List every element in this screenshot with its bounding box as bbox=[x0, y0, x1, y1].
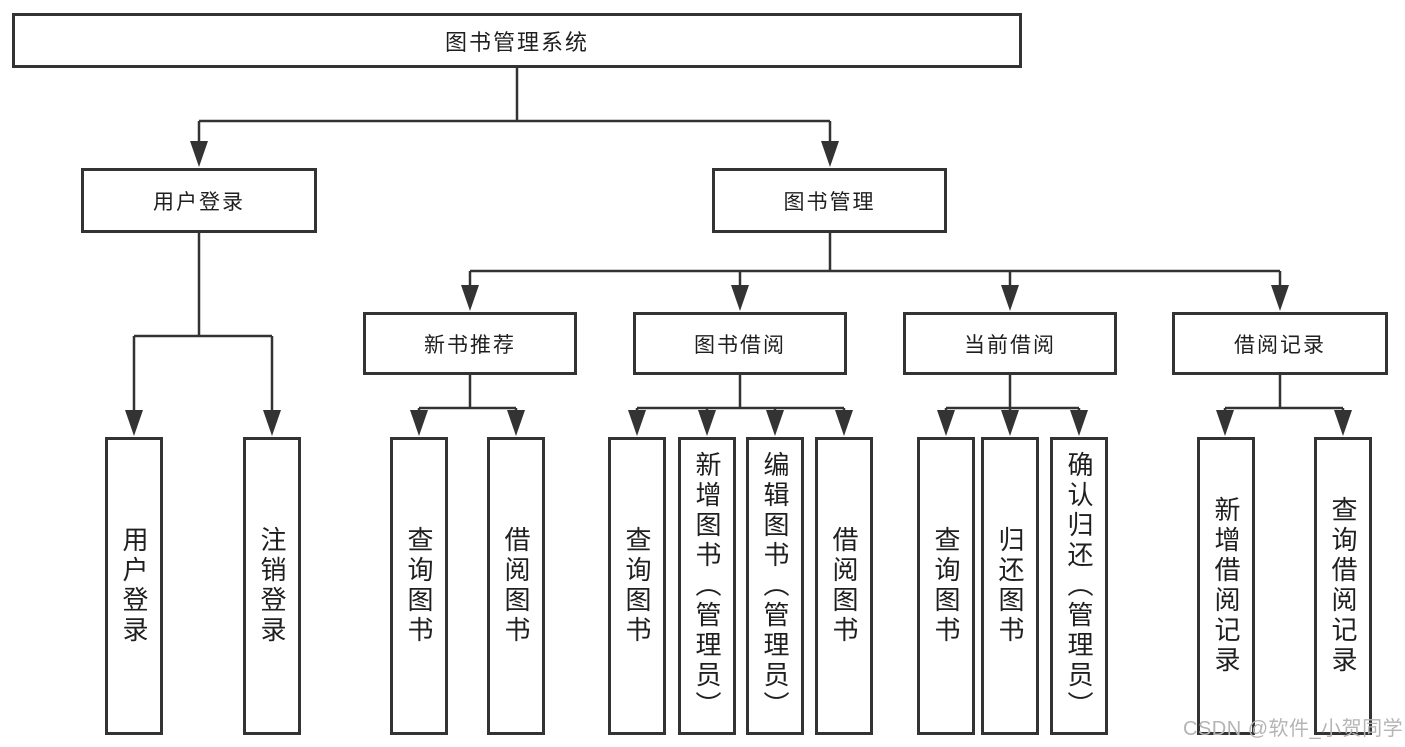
node-current-borrow-label: 当前借阅 bbox=[964, 333, 1056, 357]
node-borrow-records: 借阅记录 bbox=[1172, 312, 1388, 375]
leaf-logout-label: 注销登录 bbox=[257, 526, 287, 646]
node-book-management: 图书管理 bbox=[712, 168, 947, 233]
node-book-borrow: 图书借阅 bbox=[633, 312, 847, 375]
leaf-add-book-admin-label: 新增图书（管理员） bbox=[692, 451, 722, 721]
leaf-add-borrow-record-label: 新增借阅记录 bbox=[1211, 496, 1241, 676]
leaf-query-books-current-label: 查询图书 bbox=[931, 526, 961, 646]
leaf-add-book-admin: 新增图书（管理员） bbox=[678, 437, 736, 735]
leaf-edit-book-admin: 编辑图书（管理员） bbox=[746, 437, 804, 735]
leaf-confirm-return-admin: 确认归还（管理员） bbox=[1050, 437, 1108, 735]
leaf-query-books-recommend: 查询图书 bbox=[390, 437, 448, 735]
leaf-query-borrow-record-label: 查询借阅记录 bbox=[1328, 496, 1358, 676]
node-borrow-records-label: 借阅记录 bbox=[1234, 333, 1326, 357]
csdn-watermark: CSDN @软件_小贺同学 bbox=[1183, 718, 1404, 740]
leaf-query-books-recommend-label: 查询图书 bbox=[404, 526, 434, 646]
leaf-logout: 注销登录 bbox=[243, 437, 301, 735]
node-new-book-recommend: 新书推荐 bbox=[363, 312, 577, 375]
leaf-return-book-label: 归还图书 bbox=[995, 526, 1025, 646]
leaf-query-books-borrow: 查询图书 bbox=[608, 437, 666, 735]
node-user-login: 用户登录 bbox=[81, 168, 317, 233]
leaf-borrow-books: 借阅图书 bbox=[815, 437, 873, 735]
leaf-user-login-label: 用户登录 bbox=[119, 526, 149, 646]
leaf-user-login: 用户登录 bbox=[105, 437, 163, 735]
node-root-system: 图书管理系统 bbox=[12, 13, 1022, 68]
leaf-query-books-borrow-label: 查询图书 bbox=[622, 526, 652, 646]
node-new-book-recommend-label: 新书推荐 bbox=[424, 333, 516, 357]
leaf-query-books-current: 查询图书 bbox=[917, 437, 975, 735]
leaf-borrow-books-recommend-label: 借阅图书 bbox=[501, 526, 531, 646]
leaf-query-borrow-record: 查询借阅记录 bbox=[1314, 437, 1372, 735]
node-book-management-label: 图书管理 bbox=[783, 190, 876, 214]
node-book-borrow-label: 图书借阅 bbox=[694, 333, 786, 357]
node-root-label: 图书管理系统 bbox=[444, 29, 589, 55]
leaf-borrow-books-recommend: 借阅图书 bbox=[487, 437, 545, 735]
leaf-confirm-return-admin-label: 确认归还（管理员） bbox=[1064, 451, 1094, 721]
leaf-return-book: 归还图书 bbox=[981, 437, 1039, 735]
node-user-login-label: 用户登录 bbox=[153, 190, 245, 214]
leaf-edit-book-admin-label: 编辑图书（管理员） bbox=[760, 451, 790, 721]
node-current-borrow: 当前借阅 bbox=[903, 312, 1117, 375]
leaf-add-borrow-record: 新增借阅记录 bbox=[1197, 437, 1255, 735]
leaf-borrow-books-label: 借阅图书 bbox=[829, 526, 859, 646]
